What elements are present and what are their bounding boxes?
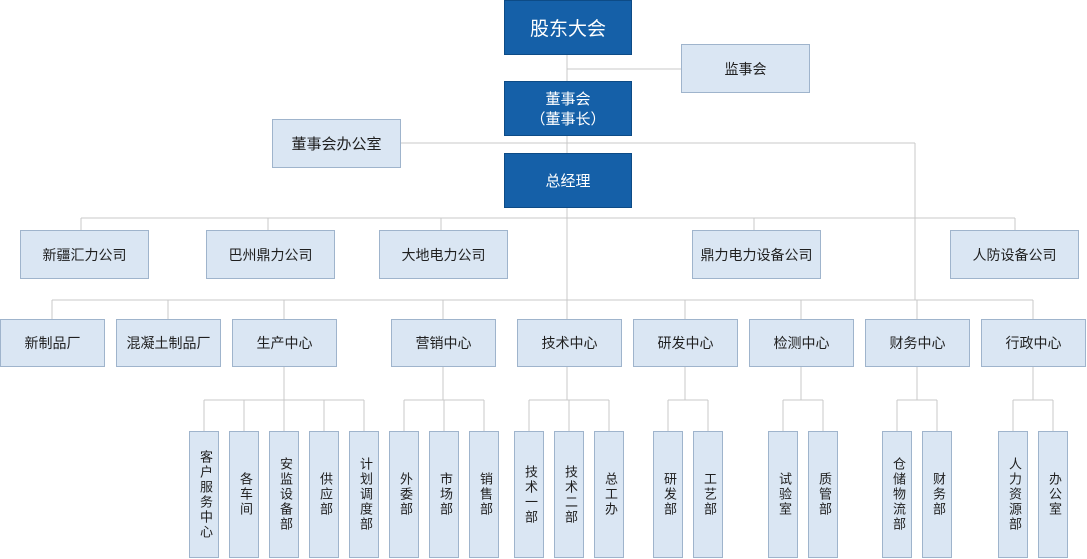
node-shareholders: 股东大会 [504, 0, 632, 55]
node-general-manager: 总经理 [504, 153, 632, 208]
node-department: 技术中心 [517, 319, 622, 367]
node-board-office: 董事会办公室 [272, 119, 401, 168]
node-sub-unit: 供应部 [309, 431, 339, 558]
node-department: 财务中心 [865, 319, 970, 367]
node-department: 研发中心 [633, 319, 738, 367]
node-sub-unit: 总工办 [594, 431, 624, 558]
node-department: 营销中心 [391, 319, 496, 367]
node-sub-unit: 各车间 [229, 431, 259, 558]
node-department: 混凝土制品厂 [116, 319, 221, 367]
node-sub-unit: 仓储物流部 [882, 431, 912, 558]
node-sub-unit: 安监设备部 [269, 431, 299, 558]
node-department: 生产中心 [232, 319, 337, 367]
node-company: 大地电力公司 [379, 230, 508, 279]
node-sub-unit: 计划调度部 [349, 431, 379, 558]
node-board: 董事会 （董事长） [504, 81, 632, 136]
node-sub-unit: 市场部 [429, 431, 459, 558]
node-department: 行政中心 [981, 319, 1086, 367]
node-sub-unit: 质管部 [808, 431, 838, 558]
node-sub-unit: 人力资源部 [998, 431, 1028, 558]
node-sub-unit: 财务部 [922, 431, 952, 558]
node-sub-unit: 外委部 [389, 431, 419, 558]
node-company: 人防设备公司 [950, 230, 1079, 279]
node-sub-unit: 技术二部 [554, 431, 584, 558]
node-sub-unit: 办公室 [1038, 431, 1068, 558]
node-sub-unit: 客户服务中心 [189, 431, 219, 558]
node-supervisors: 监事会 [681, 44, 810, 93]
node-department: 新制品厂 [0, 319, 105, 367]
node-company: 巴州鼎力公司 [206, 230, 335, 279]
node-sub-unit: 研发部 [653, 431, 683, 558]
node-sub-unit: 工艺部 [693, 431, 723, 558]
node-sub-unit: 试验室 [768, 431, 798, 558]
node-sub-unit: 销售部 [469, 431, 499, 558]
node-company: 鼎力电力设备公司 [692, 230, 821, 279]
node-company: 新疆汇力公司 [20, 230, 149, 279]
node-department: 检测中心 [749, 319, 854, 367]
node-sub-unit: 技术一部 [514, 431, 544, 558]
